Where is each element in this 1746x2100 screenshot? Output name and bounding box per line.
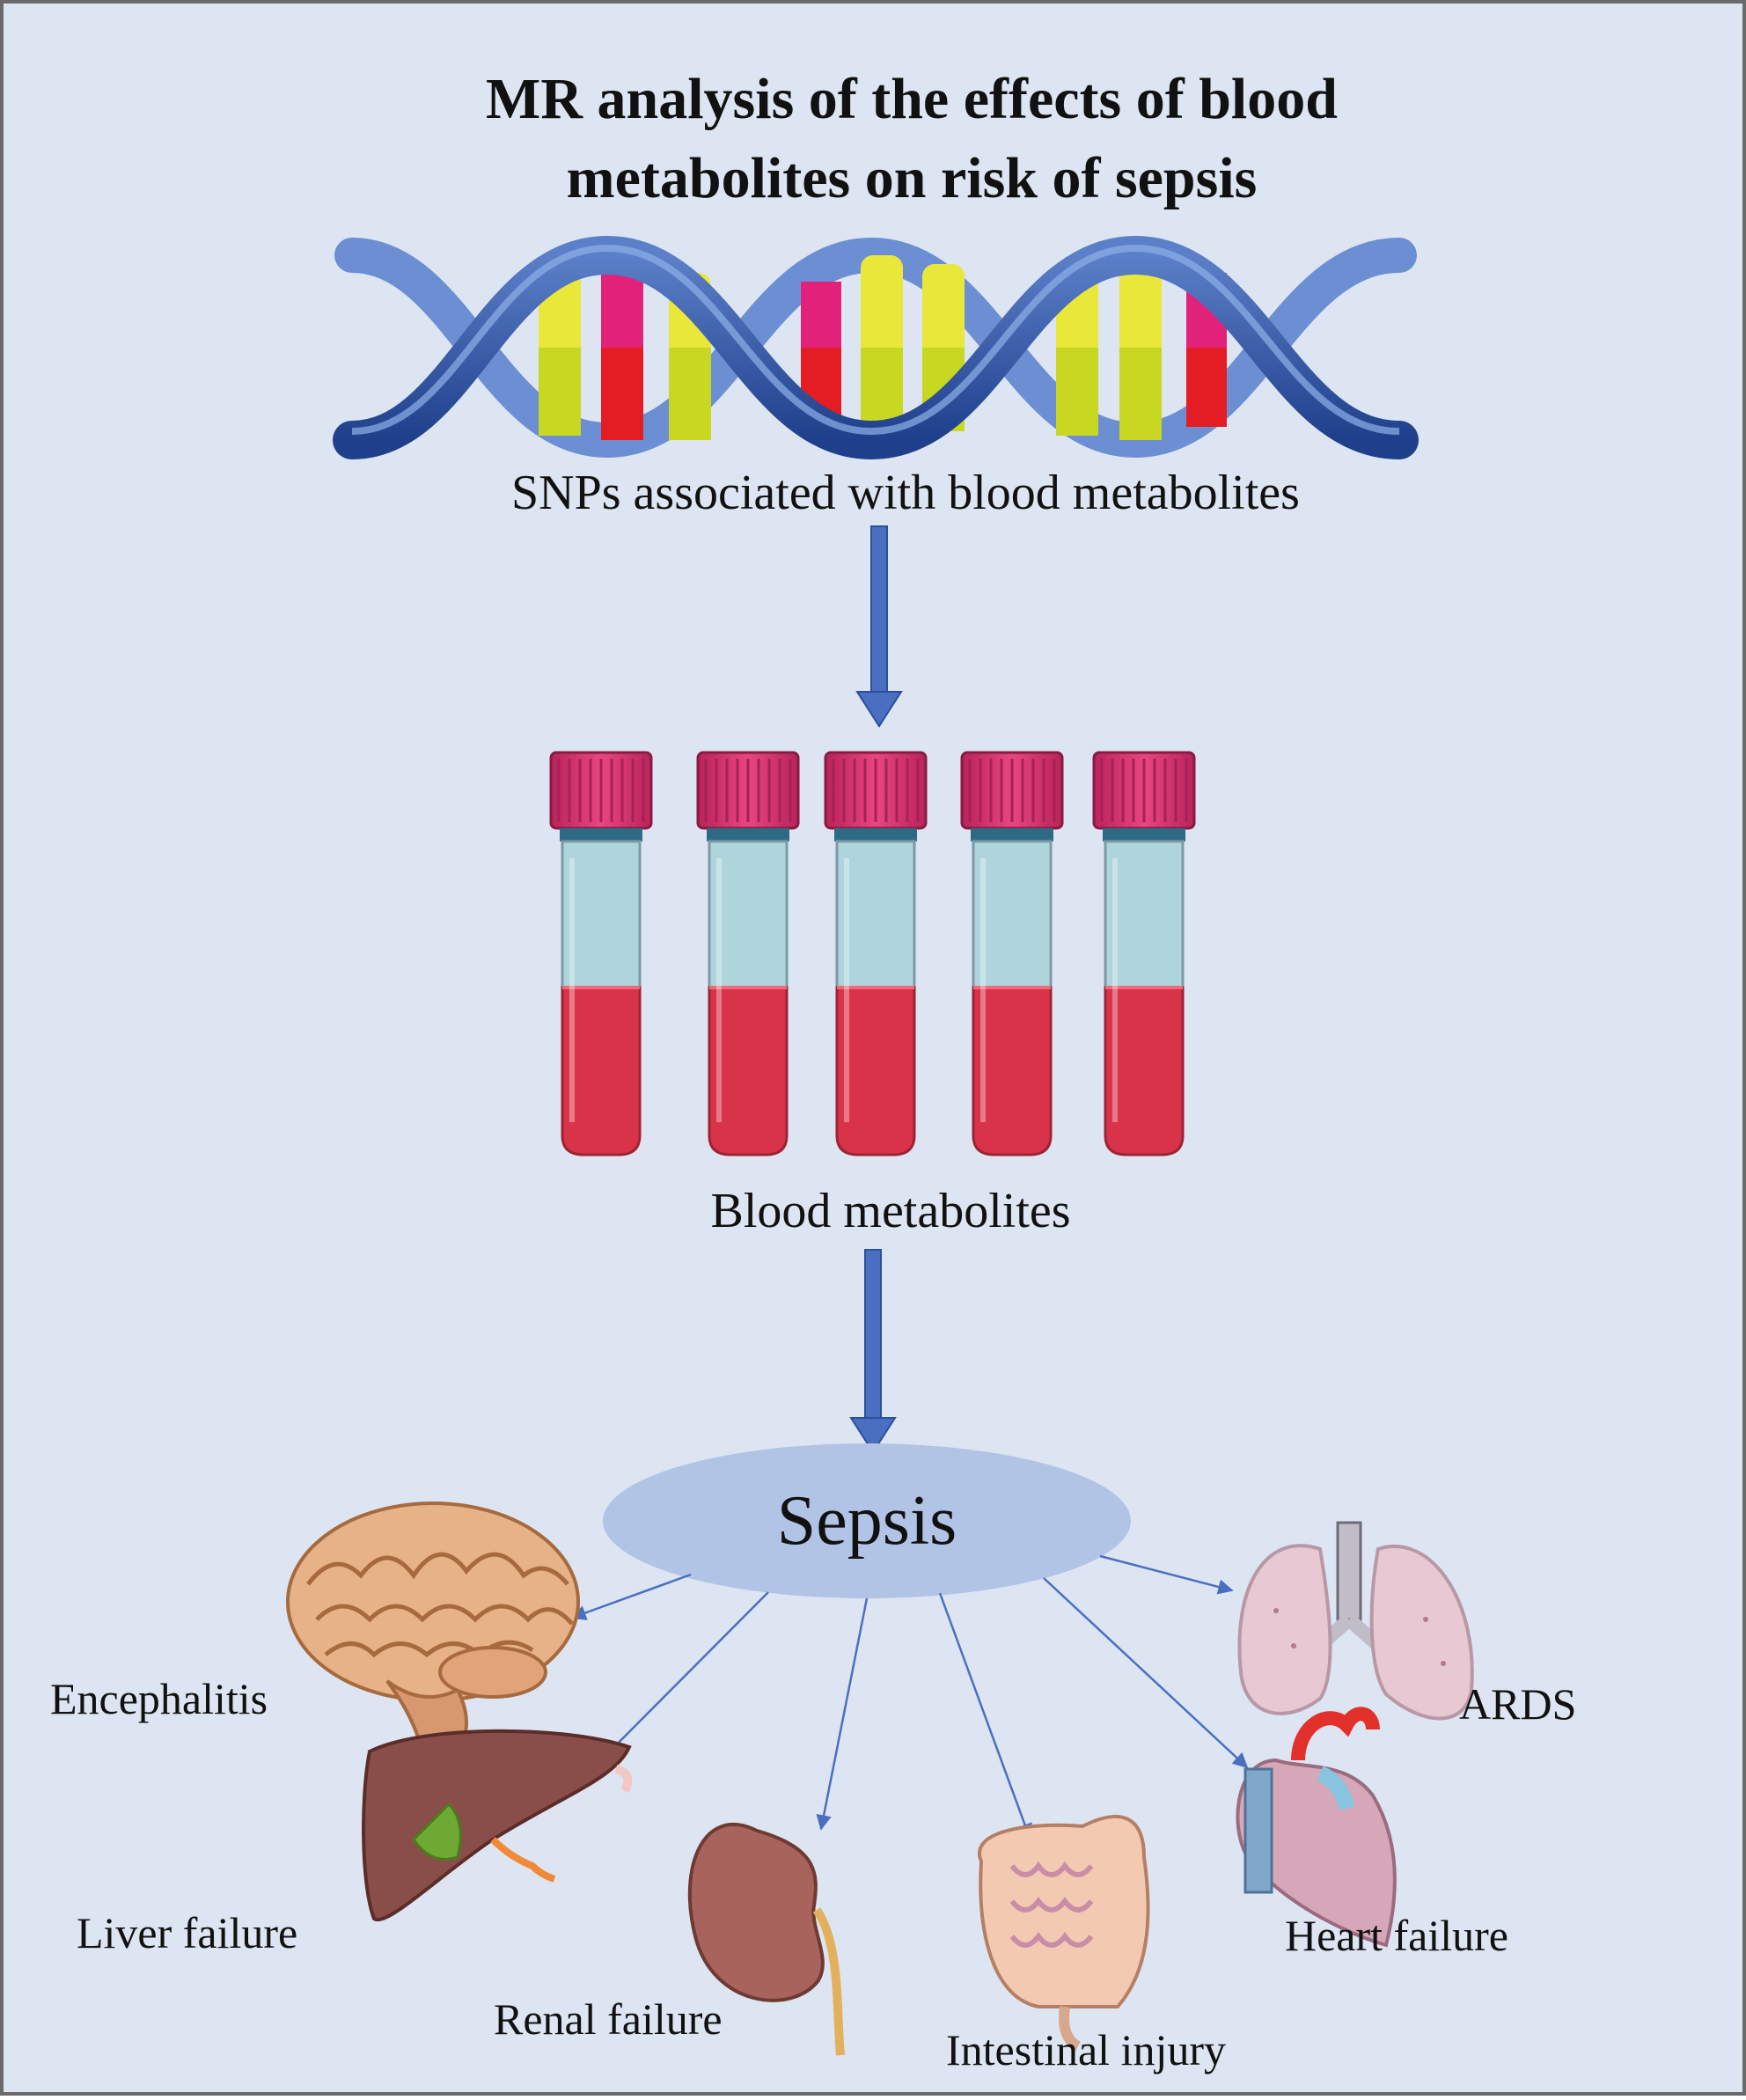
organ-arrows (570, 1554, 1249, 1839)
blood-tube-icon (549, 751, 653, 1156)
blood-tube-icon (696, 751, 800, 1156)
encephalitis-label: Encephalitis (50, 1674, 268, 1723)
arrow-to-heart (1043, 1577, 1249, 1769)
ards-label: ARDS (1459, 1679, 1576, 1729)
arrow-to-kidney (816, 1597, 869, 1831)
sepsis-label: Sepsis (777, 1482, 957, 1560)
sepsis-ellipse (603, 1443, 1131, 1598)
arrow-to-brain (570, 1573, 692, 1620)
renal-failure-label: Renal failure (494, 1994, 723, 2044)
dna-base-pairs (539, 255, 1227, 440)
arrow-down-icon (849, 1249, 897, 1454)
lungs-icon (1237, 1521, 1474, 1721)
liver-icon (362, 1729, 633, 1922)
arrow-to-intestine (938, 1592, 1032, 1839)
blood-tube-icon (1092, 751, 1196, 1156)
dna-strand-front (333, 235, 1419, 460)
title-line-1: MR analysis of the effects of blood (486, 67, 1338, 131)
blood-tube-icon (824, 751, 928, 1156)
title-line-2: metabolites on risk of sepsis (567, 146, 1258, 210)
blood-tube-icon (960, 751, 1064, 1156)
heart-failure-label: Heart failure (1285, 1911, 1508, 1960)
intestinal-injury-label: Intestinal injury (946, 2025, 1226, 2074)
brain-icon (286, 1502, 580, 1762)
arrow-to-lungs (1099, 1554, 1234, 1595)
intestine-icon (978, 1815, 1150, 2052)
liver-failure-label: Liver failure (77, 1908, 297, 1957)
snps-label: SNPs associated with blood metabolites (511, 466, 1300, 520)
kidney-icon (687, 1823, 845, 2056)
heart-icon (1236, 1707, 1397, 1948)
blood-tubes-group (549, 751, 1196, 1156)
dna-helix-icon (333, 235, 1419, 460)
blood-metabolites-label: Blood metabolites (710, 1184, 1070, 1238)
arrow-down-icon (855, 525, 903, 728)
